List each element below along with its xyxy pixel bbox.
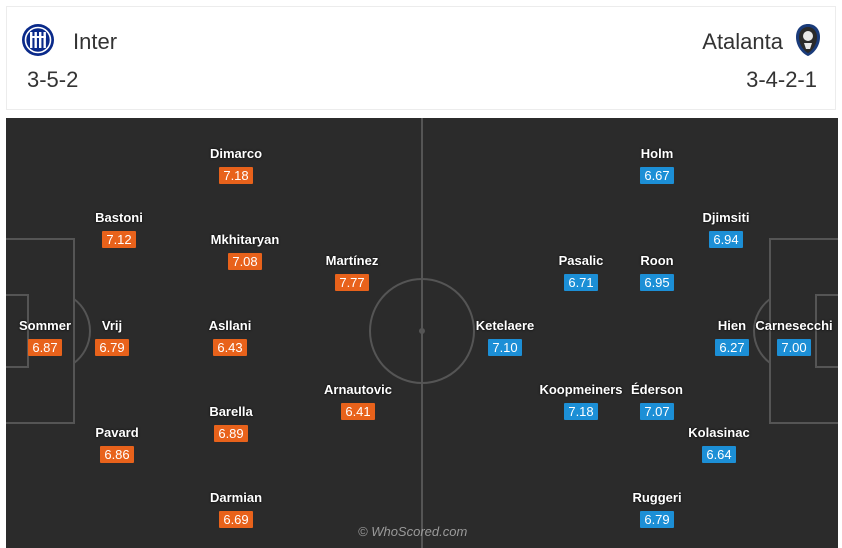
match-header: Inter 3-5-2 Atalanta 3-4-2-1 [6, 6, 836, 110]
player-rating: 6.79 [640, 511, 674, 528]
player-name: Pasalic [558, 253, 604, 268]
player-vrij[interactable]: Vrij 6.79 [52, 318, 172, 357]
player-name: Asllani [208, 318, 252, 333]
player-roon[interactable]: Roon 6.95 [597, 253, 717, 292]
player-name: Éderson [630, 382, 683, 397]
home-team-name: Inter [73, 29, 118, 54]
player-name: Martínez [325, 253, 379, 268]
player-darmian[interactable]: Darmian 6.69 [176, 490, 296, 529]
pitch-markings [6, 118, 838, 548]
player-pasalic[interactable]: Pasalic 6.71 [521, 253, 641, 292]
player-name: Bastoni [95, 210, 143, 225]
player-name: Darmian [209, 490, 263, 505]
player-barella[interactable]: Barella 6.89 [171, 404, 291, 443]
player-rating: 6.94 [709, 231, 743, 248]
player-name: Roon [640, 253, 674, 268]
player-rating: 7.77 [335, 274, 369, 291]
player-name: Vrij [101, 318, 123, 333]
away-team-name: Atalanta [702, 29, 783, 54]
player-rating: 6.41 [341, 403, 375, 420]
watermark: © WhoScored.com [358, 524, 468, 539]
player-name: Sommer [18, 318, 72, 333]
player-rating: 6.43 [213, 339, 247, 356]
player-name: Carnesecchi [755, 318, 833, 333]
player-name: Barella [209, 404, 253, 419]
player-carnesecchi[interactable]: Carnesecchi 7.00 [734, 318, 838, 357]
player-rating: 7.10 [488, 339, 522, 356]
player-rating: 7.07 [640, 403, 674, 420]
player-name: Arnautovic [324, 382, 392, 397]
player-name: Koopmeiners [539, 382, 623, 397]
inter-crest-icon [22, 24, 54, 56]
player-ederson[interactable]: Éderson 7.07 [597, 382, 717, 421]
player-name: Dimarco [209, 146, 263, 161]
player-hien[interactable]: Hien 6.27 [672, 318, 792, 357]
player-rating: 6.89 [214, 425, 248, 442]
player-mkhitaryan[interactable]: Mkhitaryan 7.08 [185, 232, 305, 271]
player-rating: 7.12 [102, 231, 136, 248]
player-rating: 6.67 [640, 167, 674, 184]
player-rating: 7.18 [564, 403, 598, 420]
player-name: Kolasinac [688, 425, 750, 440]
player-name: Djimsiti [702, 210, 750, 225]
player-rating: 6.64 [702, 446, 736, 463]
player-rating: 6.86 [100, 446, 134, 463]
atalanta-crest-icon [796, 24, 820, 56]
player-name: Holm [640, 146, 674, 161]
player-sommer[interactable]: Sommer 6.87 [6, 318, 105, 357]
player-martinez[interactable]: Martínez 7.77 [292, 253, 412, 292]
player-bastoni[interactable]: Bastoni 7.12 [59, 210, 179, 249]
player-pavard[interactable]: Pavard 6.86 [57, 425, 177, 464]
player-rating: 7.18 [219, 167, 253, 184]
pitch: Sommer 6.87 Bastoni 7.12 Vrij 6.79 Pavar… [6, 118, 838, 548]
player-asllani[interactable]: Asllani 6.43 [170, 318, 290, 357]
player-name: Pavard [95, 425, 139, 440]
player-ketelaere[interactable]: Ketelaere 7.10 [445, 318, 565, 357]
player-name: Ketelaere [475, 318, 535, 333]
player-holm[interactable]: Holm 6.67 [597, 146, 717, 185]
player-rating: 6.95 [640, 274, 674, 291]
player-rating: 7.00 [777, 339, 811, 356]
away-formation: 3-4-2-1 [746, 67, 817, 92]
player-rating: 6.79 [95, 339, 129, 356]
player-kolasinac[interactable]: Kolasinac 6.64 [659, 425, 779, 464]
player-rating: 6.87 [28, 339, 62, 356]
home-formation: 3-5-2 [27, 67, 79, 92]
player-djimsiti[interactable]: Djimsiti 6.94 [666, 210, 786, 249]
player-dimarco[interactable]: Dimarco 7.18 [176, 146, 296, 185]
player-rating: 6.27 [715, 339, 749, 356]
player-ruggeri[interactable]: Ruggeri 6.79 [597, 490, 717, 529]
player-rating: 6.69 [219, 511, 253, 528]
player-koopmeiners[interactable]: Koopmeiners 7.18 [521, 382, 641, 421]
player-rating: 6.71 [564, 274, 598, 291]
player-name: Mkhitaryan [210, 232, 280, 247]
player-name: Ruggeri [632, 490, 682, 505]
player-arnautovic[interactable]: Arnautovic 6.41 [298, 382, 418, 421]
player-name: Hien [717, 318, 747, 333]
player-rating: 7.08 [228, 253, 262, 270]
